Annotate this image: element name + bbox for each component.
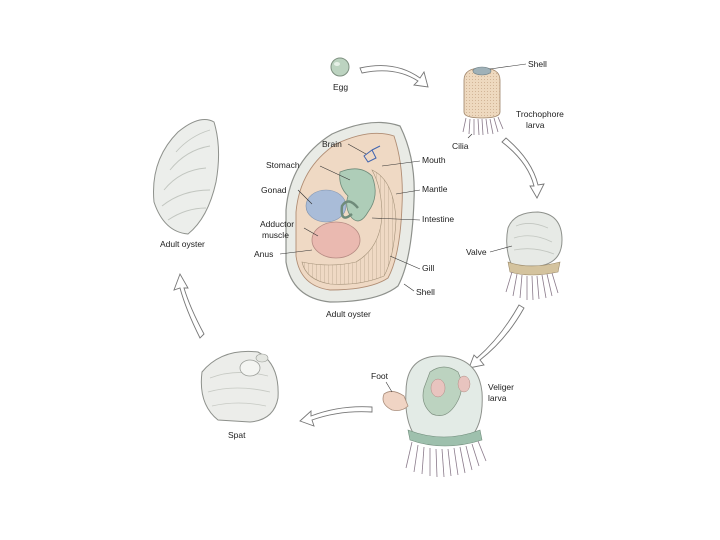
valve-larva-stage: Valve [466,212,562,300]
cycle-arrow-icon [469,305,524,368]
valve-larva-icon [506,212,562,300]
gonad [306,190,346,222]
veliger-label-line2: larva [488,393,507,403]
anus-label: Anus [254,249,273,259]
trochophore-label-line1: Trochophore [516,109,564,119]
valve-label: Valve [466,247,487,257]
adult-oyster-left-stage: Adult oyster [154,120,219,249]
cycle-arrow-icon [360,66,428,87]
stomach-label: Stomach [266,160,300,170]
adductor-muscle [312,222,360,258]
adult-oyster-center-label: Adult oyster [326,309,371,319]
adductor-label-line2: muscle [262,230,289,240]
intestine-label: Intestine [422,214,454,224]
gill-label: Gill [422,263,434,273]
foot-label: Foot [371,371,389,381]
veliger-icon [383,356,486,477]
cycle-arrow-icon [502,138,544,198]
spat-label: Spat [228,430,246,440]
trochophore-label-line2: larva [526,120,545,130]
egg-stage: Egg [331,58,349,92]
spat-stage: Spat [201,351,278,440]
adductor-label-line1: Adductor [260,219,294,229]
adult-oyster-icon [154,120,219,234]
cycle-arrow-icon [174,274,204,338]
gonad-label: Gonad [261,185,287,195]
shell-label-adult: Shell [416,287,435,297]
veliger-stage: Foot Veliger larva [371,356,514,477]
mouth-label: Mouth [422,155,446,165]
trochophore-stage: Shell Trochophore larva Cilia [452,59,564,151]
mantle-label: Mantle [422,184,448,194]
trochophore-icon [463,67,503,135]
cilia-label: Cilia [452,141,469,151]
brain-label: Brain [322,139,342,149]
adult-oyster-anatomy: Brain Stomach Gonad Adductor muscle Anus… [254,122,454,319]
cycle-arrow-icon [300,407,372,426]
egg-label: Egg [333,82,348,92]
adult-oyster-left-label: Adult oyster [160,239,205,249]
foot-icon [383,391,408,410]
spat-icon [201,351,278,422]
egg-icon [331,58,349,76]
shell-label-trochophore: Shell [528,59,547,69]
veliger-label-line1: Veliger [488,382,514,392]
oyster-anatomy-icon [286,122,414,302]
